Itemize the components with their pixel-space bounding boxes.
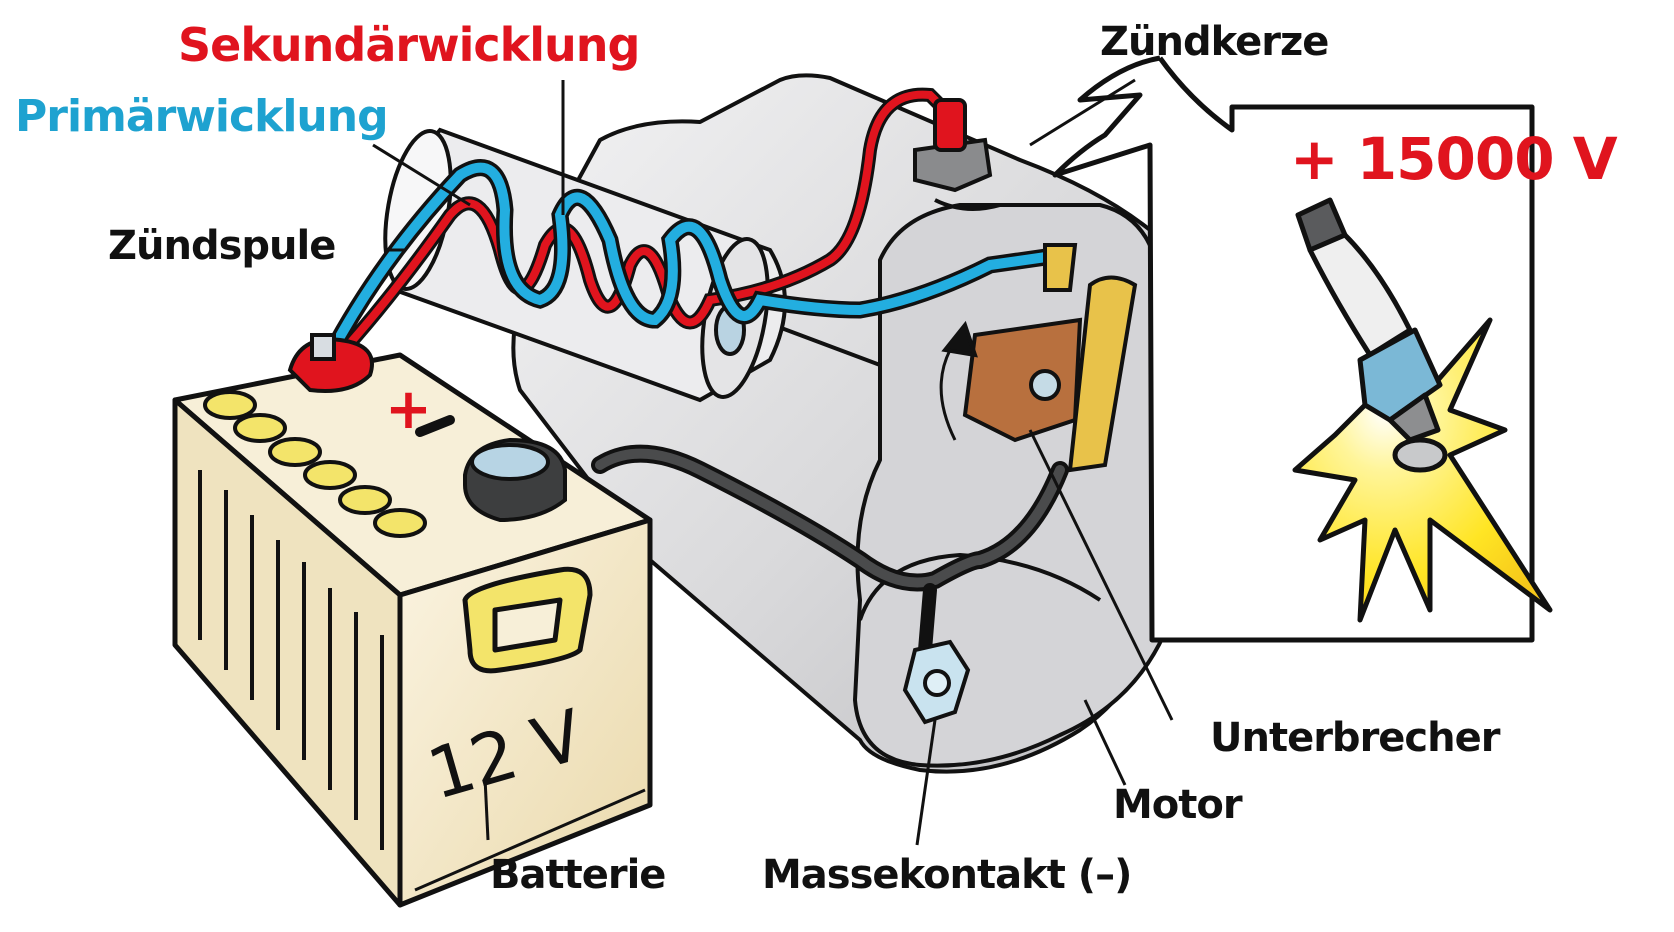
spark-plug-inset [1052, 55, 1553, 643]
label-battery: Batterie [490, 852, 666, 898]
leader-primary [372, 143, 471, 207]
minus-sign-mark [415, 415, 455, 437]
ground-nut [902, 639, 971, 725]
leader-battery [483, 777, 490, 841]
battery-plus-sign: + [385, 377, 432, 442]
battery-caps [203, 390, 427, 538]
breaker-assembly [939, 243, 1138, 473]
primary-winding [321, 159, 1069, 364]
battery [172, 352, 653, 908]
spark-plug [1295, 197, 1448, 473]
label-secondary-winding: Sekundärwicklung [178, 18, 640, 72]
label-spark-plug: Zündkerze [1100, 19, 1329, 65]
leader-ground [915, 719, 937, 846]
leader-engine [1083, 699, 1127, 786]
ground-cable [591, 444, 1069, 657]
leader-breaker [1028, 429, 1174, 721]
spark-voltage: + 15000 V [1290, 125, 1618, 193]
leader-spark-plug [1029, 78, 1136, 147]
secondary-winding [328, 87, 967, 367]
negative-terminal [463, 437, 567, 523]
positive-terminal [287, 333, 374, 393]
label-engine: Motor [1113, 782, 1243, 828]
label-ground-contact: Massekontakt (–) [762, 852, 1132, 898]
spark-plug-boot [913, 98, 1001, 211]
label-primary-winding: Primärwicklung [15, 91, 389, 142]
label-ignition-coil: Zündspule [108, 223, 336, 269]
label-breaker: Unterbrecher [1210, 715, 1500, 761]
leader-lines [372, 78, 1174, 846]
